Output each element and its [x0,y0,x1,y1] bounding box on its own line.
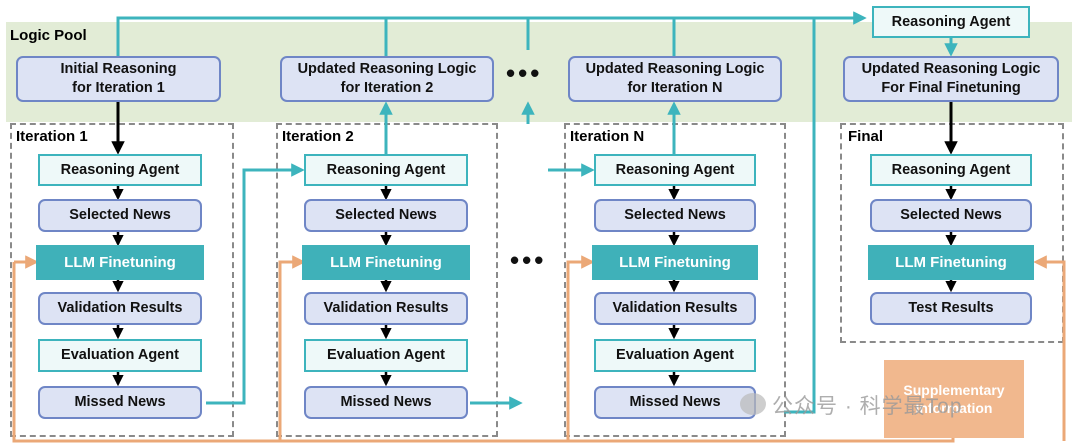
logic-iteration-n-box: Updated Reasoning Logic for Iteration N [568,56,782,102]
itern-llm-finetuning: LLM Finetuning [592,245,758,280]
final-test-results: Test Results [870,292,1032,325]
final-reasoning-agent: Reasoning Agent [870,154,1032,186]
iteration-ellipsis: ••• [510,245,547,275]
iter2-selected-news: Selected News [304,199,468,232]
final-selected-news: Selected News [870,199,1032,232]
iteration-n-label: Iteration N [570,128,645,145]
logic-final-line1: Updated Reasoning Logic [861,61,1041,78]
iteration-1-label: Iteration 1 [16,128,88,145]
iter2-missed-news: Missed News [304,386,468,419]
final-llm-finetuning: LLM Finetuning [868,245,1034,280]
logic-iteration-2-box: Updated Reasoning Logic for Iteration 2 [280,56,494,102]
logic-initial-box: Initial Reasoning for Iteration 1 [16,56,221,102]
iteration-1-frame [10,123,234,437]
itern-missed-news: Missed News [594,386,756,419]
iter1-missed-news: Missed News [38,386,202,419]
logic-initial-line2: for Iteration 1 [72,80,165,96]
supplementary-line2: Information [915,400,993,416]
itern-evaluation-agent: Evaluation Agent [594,339,756,372]
itern-validation-results: Validation Results [594,292,756,325]
itern-selected-news: Selected News [594,199,756,232]
iter1-reasoning-agent: Reasoning Agent [38,154,202,186]
iter2-evaluation-agent: Evaluation Agent [304,339,468,372]
logic-update-lines [116,11,958,414]
logic-pool-label: Logic Pool [10,27,87,44]
logic-initial-line1: Initial Reasoning [60,61,177,78]
iter1-evaluation-agent: Evaluation Agent [38,339,202,372]
logic-final-line2: For Final Finetuning [881,80,1021,96]
iter2-validation-results: Validation Results [304,292,468,325]
pool-ellipsis: ••• [506,58,543,88]
logic-iteration-2-line1: Updated Reasoning Logic [297,61,477,78]
iter1-selected-news: Selected News [38,199,202,232]
pipeline-arrows [111,101,958,387]
iter1-validation-results: Validation Results [38,292,202,325]
watermark-text: 公众号 · 科学最Top [772,395,963,418]
iter2-reasoning-agent: Reasoning Agent [304,154,468,186]
final-label: Final [848,128,884,145]
iter2-llm-finetuning: LLM Finetuning [302,245,470,280]
logic-iteration-n-line1: Updated Reasoning Logic [585,61,765,78]
iter1-llm-finetuning: LLM Finetuning [36,245,204,280]
supplementary-feedback-lines [12,255,1066,443]
wechat-logo-icon [740,393,766,415]
logic-iteration-2-line2: for Iteration 2 [340,80,434,96]
iteration-2-label: Iteration 2 [282,128,354,145]
supplementary-line1: Supplementary [903,381,1005,398]
logic-iteration-n-line2: for Iteration N [627,80,723,96]
itern-reasoning-agent: Reasoning Agent [594,154,756,186]
top-reasoning-agent: Reasoning Agent [872,6,1030,38]
